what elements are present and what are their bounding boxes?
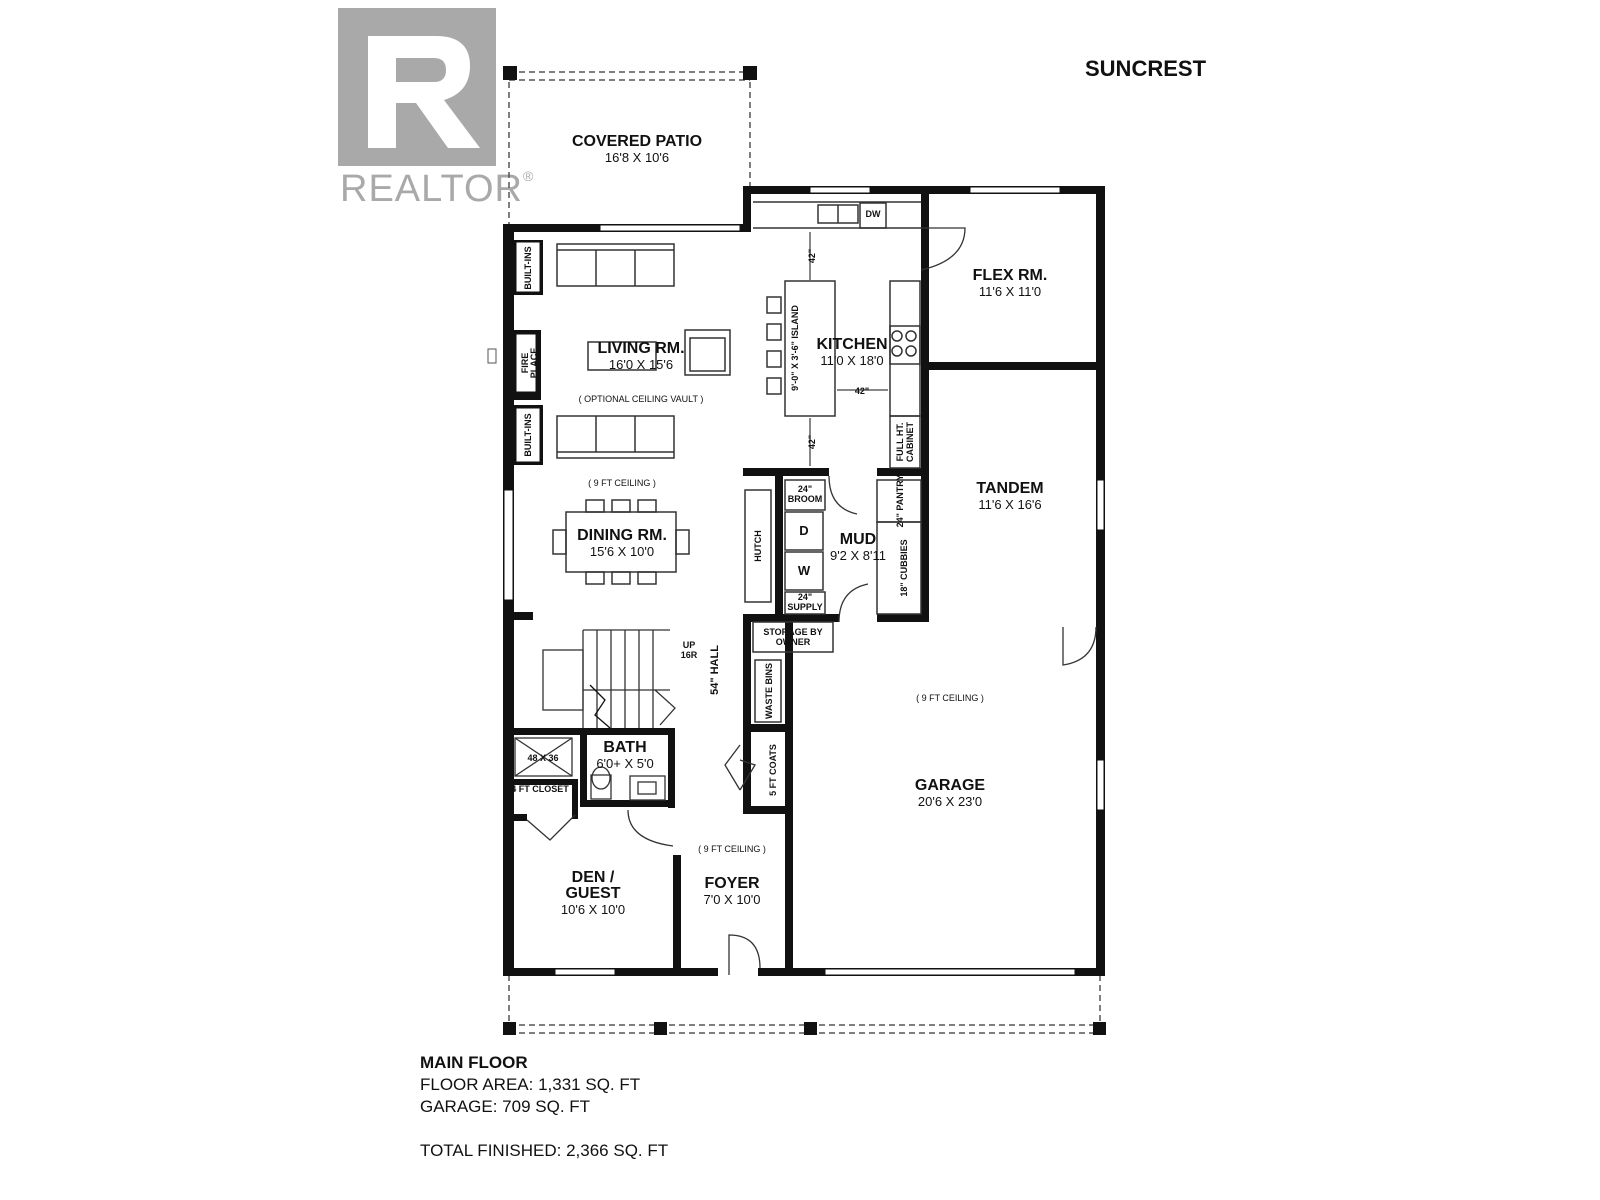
bath-label: BATH <box>603 739 646 756</box>
clearance-side-label: 42" <box>855 386 869 396</box>
bath-dims: 6'0+ X 5'0 <box>596 756 653 771</box>
interior-walls <box>503 186 1103 975</box>
dining-table <box>552 499 690 585</box>
clearance-top-label: 42" <box>807 249 817 263</box>
builtins-top <box>515 241 541 293</box>
island-label: 9'-0" X 3'-6" ISLAND <box>790 305 800 391</box>
kitchen-label: KITCHEN <box>816 336 887 353</box>
door-swings <box>526 227 1097 975</box>
fireplace <box>515 333 537 393</box>
porch-posts <box>503 1022 1106 1035</box>
hutch <box>744 489 772 603</box>
living-room-label: LIVING RM. <box>597 340 684 357</box>
plan-title: SUNCREST <box>1085 56 1207 81</box>
windows <box>503 186 1105 976</box>
dishwasher-label: DW <box>866 209 881 219</box>
bath-fixtures <box>514 737 666 801</box>
front-porch-outline <box>508 975 1101 1034</box>
covered-patio-dims: 16'8 X 10'6 <box>605 150 669 165</box>
mud-room-label: MUD <box>840 531 876 548</box>
fireplace-label-1: FIRE <box>520 353 530 374</box>
garage-area: GARAGE: 709 SQ. FT <box>420 1097 591 1116</box>
covered-patio-label: COVERED PATIO <box>572 133 702 150</box>
builtins-bottom <box>515 407 541 463</box>
foyer-label: FOYER <box>704 875 760 892</box>
den-label-2: GUEST <box>565 885 620 902</box>
dining-room-label: DINING RM. <box>577 527 667 544</box>
summary-heading: MAIN FLOOR <box>420 1053 528 1072</box>
stairs-risers-label: 16R <box>681 650 698 660</box>
realtor-logo-text: REALTOR® <box>340 168 535 210</box>
floor-summary: MAIN FLOOR FLOOR AREA: 1,331 SQ. FT GARA… <box>420 1052 668 1162</box>
storage-label-2: OWNER <box>776 637 811 647</box>
garage-note: ( 9 FT CEILING ) <box>916 693 984 703</box>
flex-room-dims: 11'6 X 11'0 <box>979 284 1041 299</box>
supply-label-1: 24" <box>798 592 812 602</box>
garage-label: GARAGE <box>915 777 986 794</box>
kitchen-dims: 11'0 X 18'0 <box>820 353 883 368</box>
supply-label-2: SUPPLY <box>787 602 822 612</box>
total-finished: TOTAL FINISHED: 2,366 SQ. FT <box>420 1141 669 1160</box>
realtor-logo-icon <box>338 8 496 166</box>
living-room-dims: 16'0 X 15'6 <box>609 357 673 372</box>
dining-room-dims: 15'6 X 10'0 <box>590 544 654 559</box>
washer-label: W <box>798 563 811 578</box>
den-label: DEN / <box>572 869 615 886</box>
tandem-label: TANDEM <box>976 480 1043 497</box>
waste-bins-label: WASTE BINS <box>764 663 774 719</box>
covered-patio-outline <box>508 71 751 225</box>
pantry-label: 24" PANTRY <box>895 475 905 528</box>
broom-label-2: BROOM <box>788 494 823 504</box>
hall-label: 54" HALL <box>709 645 721 695</box>
storage-label-1: STORAGE BY <box>763 627 822 637</box>
hutch-label: HUTCH <box>753 530 763 562</box>
full-ht-label-2: CABINET <box>905 421 915 462</box>
builtins-bottom-label: BUILT-INS <box>523 413 533 456</box>
dryer-label: D <box>799 523 808 538</box>
shower-label: 48 X 36 <box>527 753 558 763</box>
broom-label-1: 24" <box>798 484 812 494</box>
mud-room-dims: 9'2 X 8'11 <box>830 548 886 563</box>
closet-label: 4 FT CLOSET <box>511 784 569 794</box>
mud-fixtures <box>752 479 922 723</box>
stairs <box>542 629 676 729</box>
living-room-note: ( OPTIONAL CEILING VAULT ) <box>579 394 704 404</box>
kitchen-fixtures <box>753 201 921 469</box>
fireplace-label-2: PLACE <box>529 348 539 379</box>
coats-label: 5 FT COATS <box>768 744 778 796</box>
dining-note: ( 9 FT CEILING ) <box>588 478 656 488</box>
patio-post <box>743 66 757 80</box>
exterior-walls <box>503 186 1105 976</box>
tandem-dims: 11'6 X 16'6 <box>978 497 1041 512</box>
living-furniture <box>556 243 731 459</box>
den-dims: 10'6 X 10'0 <box>561 902 625 917</box>
garage-dims: 20'6 X 23'0 <box>918 794 982 809</box>
foyer-dims: 7'0 X 10'0 <box>703 892 760 907</box>
cubbies-label: 18" CUBBIES <box>899 539 909 596</box>
flex-room-label: FLEX RM. <box>973 267 1048 284</box>
stairs-up-label: UP <box>683 640 696 650</box>
clearance-bottom-label: 42" <box>807 435 817 449</box>
full-ht-label-1: FULL HT. <box>895 423 905 462</box>
builtins-top-label: BUILT-INS <box>523 246 533 289</box>
foyer-note: ( 9 FT CEILING ) <box>698 844 766 854</box>
clearance-arrows <box>809 232 888 466</box>
floor-area: FLOOR AREA: 1,331 SQ. FT <box>420 1075 641 1094</box>
